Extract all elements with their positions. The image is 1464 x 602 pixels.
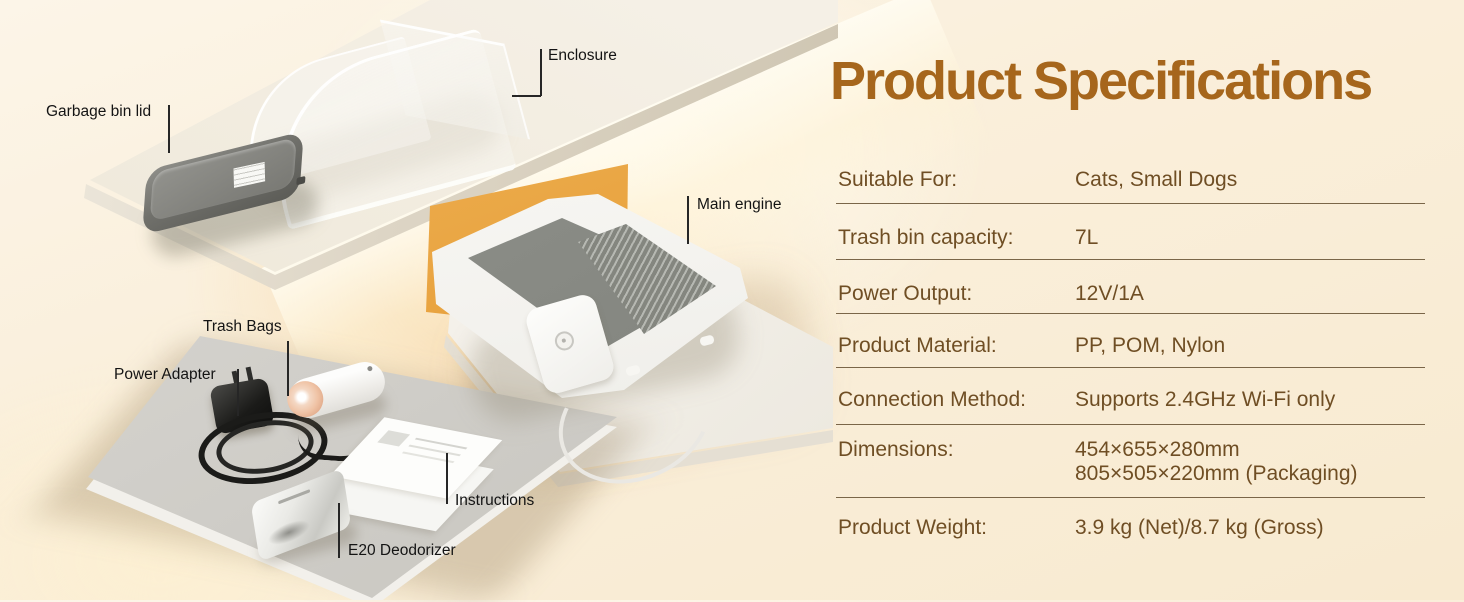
spec-label: Product Weight: xyxy=(838,516,988,539)
spec-label: Dimensions: xyxy=(838,438,954,461)
callout-main-engine: Main engine xyxy=(697,196,782,213)
row-divider xyxy=(836,424,1425,425)
row-divider xyxy=(836,203,1425,204)
callout-e20-deodorizer: E20 Deodorizer xyxy=(348,542,456,559)
spec-value: PP, POM, Nylon xyxy=(1075,334,1226,357)
spec-row-dimensions: Dimensions: 454×655×280mm 805×505×220mm … xyxy=(838,438,1426,488)
spec-label: Product Material: xyxy=(838,334,997,357)
callout-garbage-bin-lid: Garbage bin lid xyxy=(46,103,152,120)
spec-row-product-weight: Product Weight: 3.9 kg (Net)/8.7 kg (Gro… xyxy=(838,516,1426,542)
callout-line xyxy=(540,49,542,96)
spec-value: 12V/1A xyxy=(1075,282,1144,305)
spec-value: Cats, Small Dogs xyxy=(1075,168,1238,191)
spec-row-suitable-for: Suitable For: Cats, Small Dogs xyxy=(838,168,1426,194)
product-scene: Enclosure Garbage bin lid Main engine Tr… xyxy=(0,0,840,600)
row-divider xyxy=(836,313,1425,314)
callout-instructions: Instructions xyxy=(455,492,535,509)
callout-line xyxy=(512,95,541,97)
callout-line xyxy=(168,105,170,153)
callout-line xyxy=(446,453,448,504)
spec-row-power-output: Power Output: 12V/1A xyxy=(838,282,1426,308)
page-title: Product Specifications xyxy=(830,51,1373,111)
spec-value: Supports 2.4GHz Wi-Fi only xyxy=(1075,388,1336,411)
spec-value: 454×655×280mm xyxy=(1075,438,1240,461)
spec-label: Power Output: xyxy=(838,282,973,305)
callout-line xyxy=(237,369,239,416)
callout-line xyxy=(338,503,340,558)
row-divider xyxy=(836,497,1425,498)
spec-value-line2: 805×505×220mm (Packaging) xyxy=(1075,462,1358,485)
spec-row-trash-bin-capacity: Trash bin capacity: 7L xyxy=(838,226,1426,252)
callout-trash-bags: Trash Bags xyxy=(203,318,282,335)
row-divider xyxy=(836,367,1425,368)
callout-enclosure: Enclosure xyxy=(548,47,617,64)
callout-line xyxy=(687,196,689,244)
spec-value: 7L xyxy=(1075,226,1099,249)
spec-row-product-material: Product Material: PP, POM, Nylon xyxy=(838,334,1426,360)
callout-power-adapter: Power Adapter xyxy=(114,366,216,383)
spec-label: Suitable For: xyxy=(838,168,958,191)
spec-label: Trash bin capacity: xyxy=(838,226,1014,249)
spec-row-connection-method: Connection Method: Supports 2.4GHz Wi-Fi… xyxy=(838,388,1426,414)
callout-line xyxy=(287,341,289,396)
spec-label: Connection Method: xyxy=(838,388,1026,411)
row-divider xyxy=(836,259,1425,260)
spec-value: 3.9 kg (Net)/8.7 kg (Gross) xyxy=(1075,516,1324,539)
